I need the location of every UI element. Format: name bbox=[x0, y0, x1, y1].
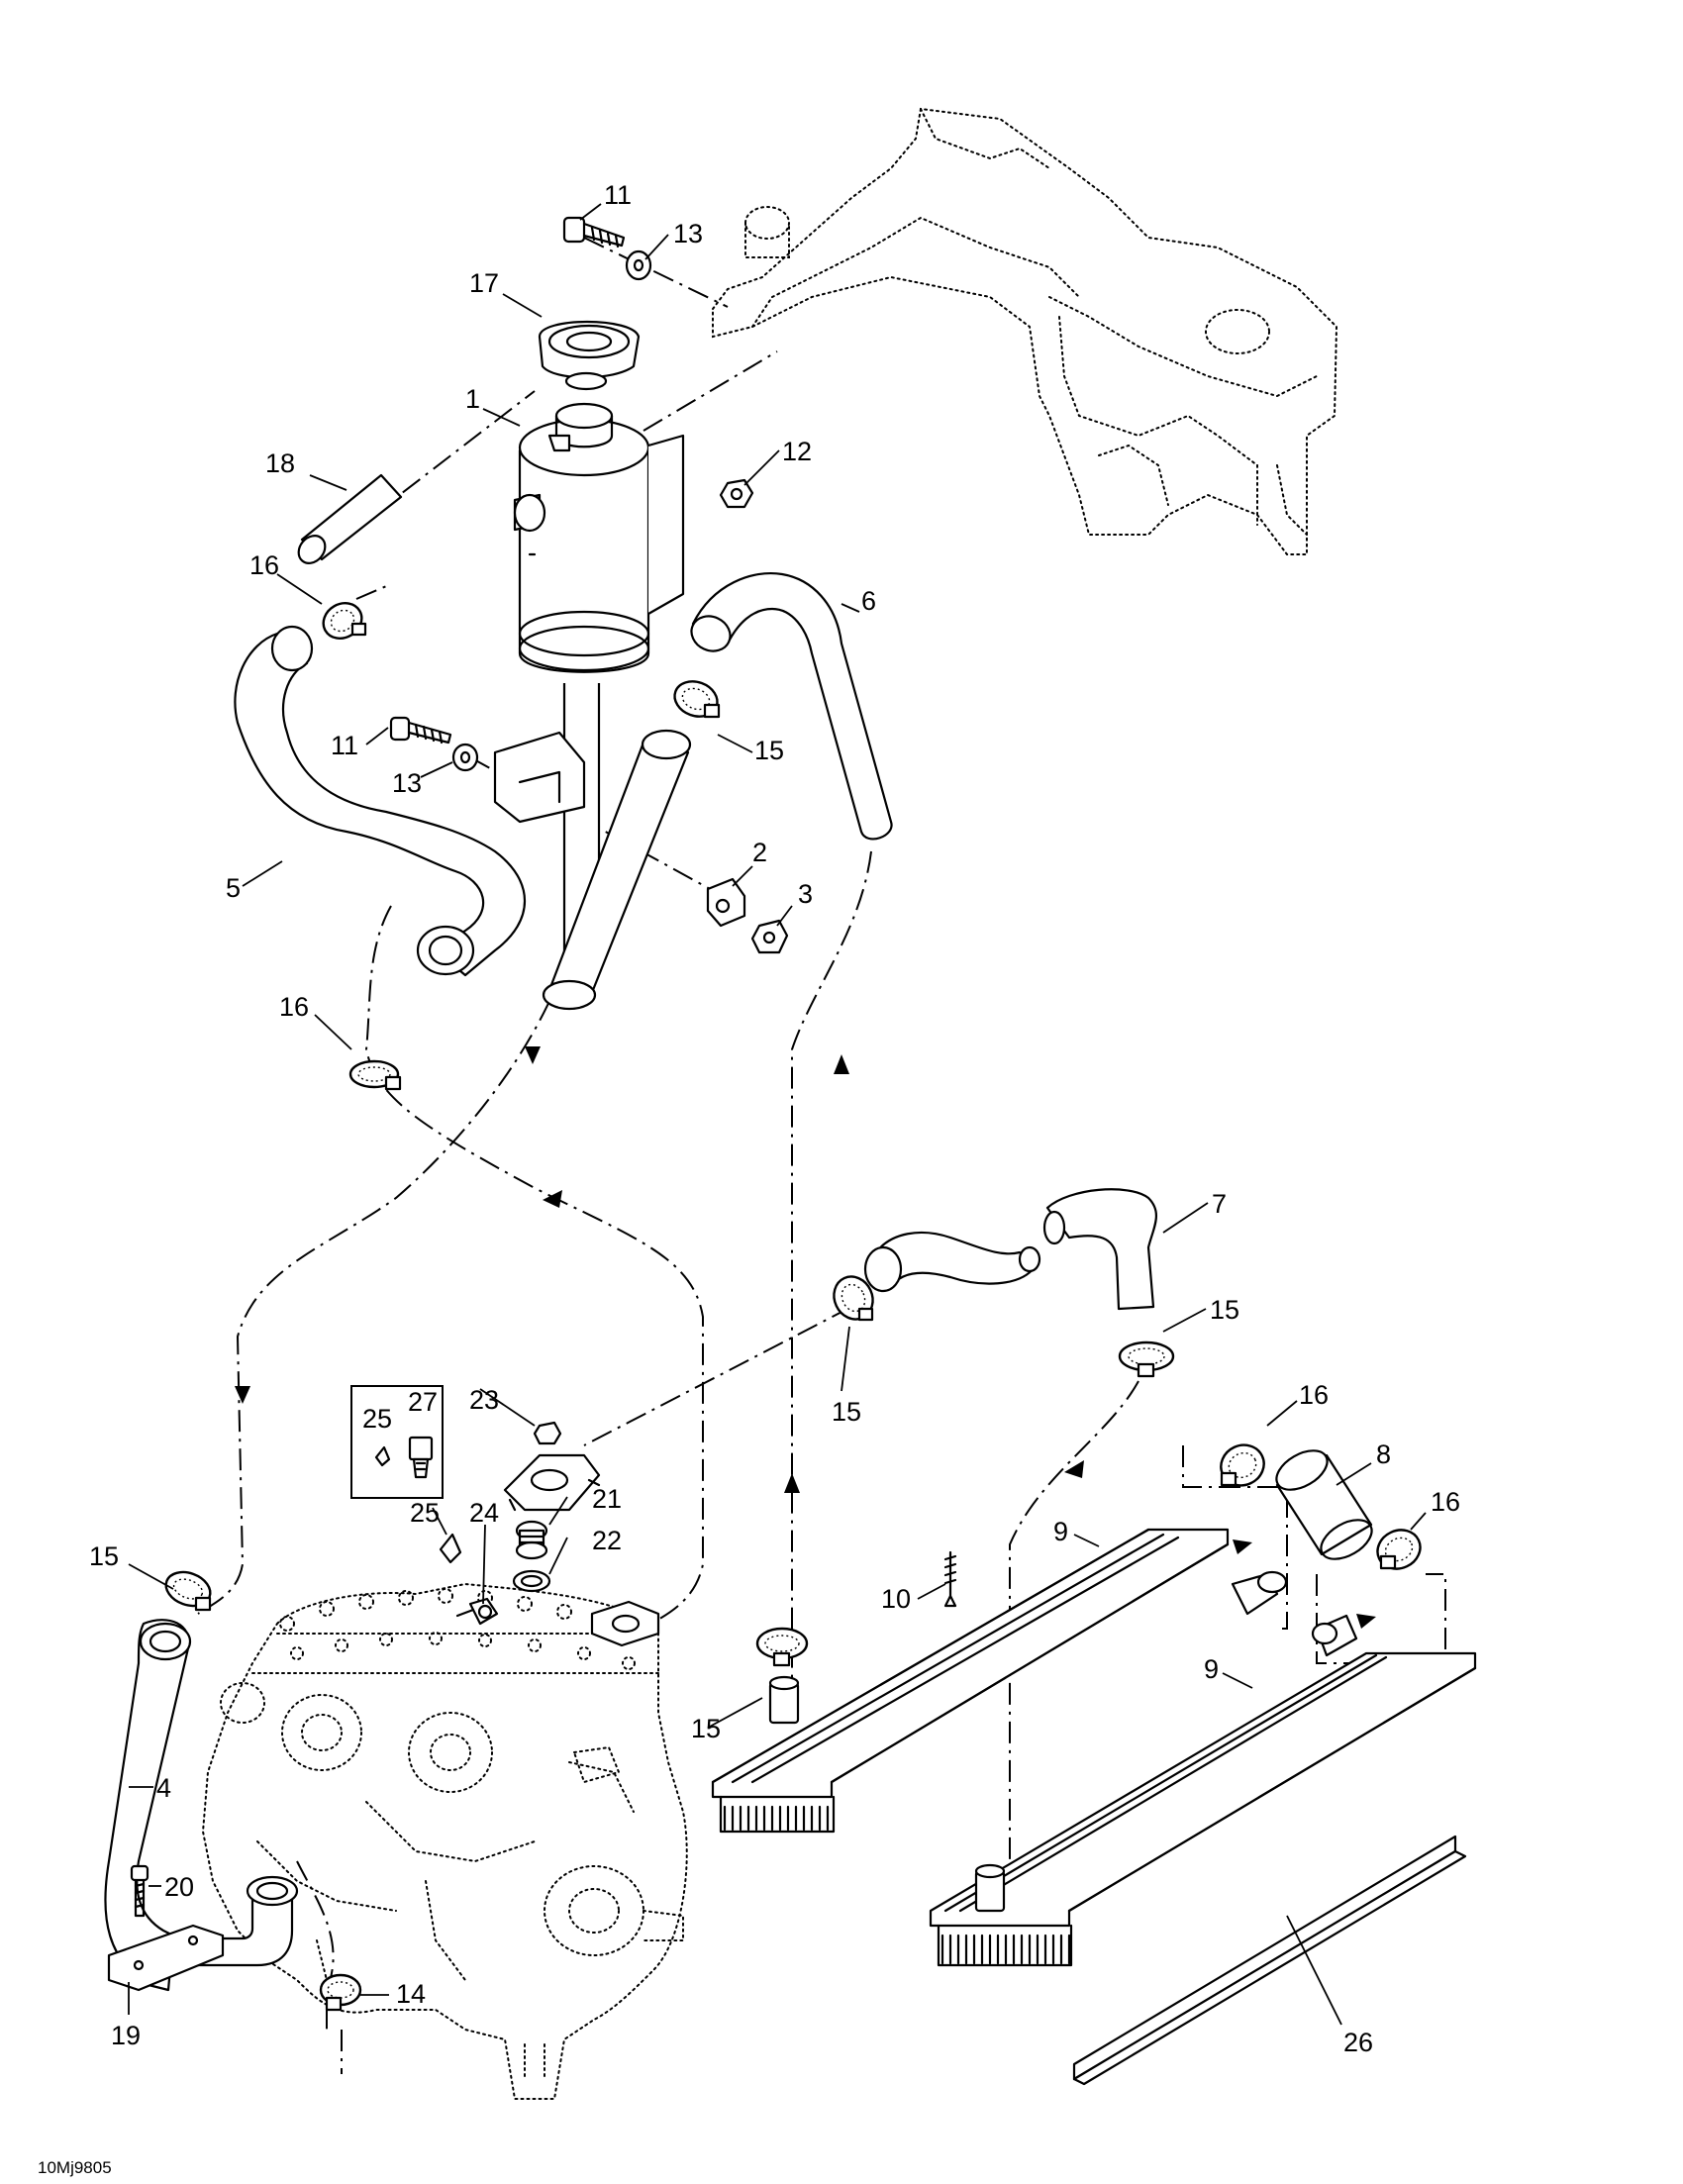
callout-4: 4 bbox=[156, 1773, 171, 1803]
nut-part-25 bbox=[439, 1533, 462, 1564]
frame-ghost-outline bbox=[712, 107, 1338, 555]
callout-25: 25 bbox=[410, 1498, 440, 1528]
clamp-part-16-b bbox=[348, 1059, 402, 1091]
callout-27: 27 bbox=[408, 1387, 438, 1417]
callout-11-top: 11 bbox=[604, 180, 632, 210]
callout-10: 10 bbox=[881, 1584, 911, 1614]
clamp-part-15-e bbox=[164, 1570, 212, 1612]
callout-22: 22 bbox=[592, 1526, 622, 1555]
diagram-code: 10Mj9805 bbox=[38, 2158, 112, 2177]
seal-part-22 bbox=[512, 1569, 551, 1593]
callout-6: 6 bbox=[861, 586, 876, 616]
engine-ghost-outline bbox=[201, 1582, 688, 2100]
callout-24: 24 bbox=[469, 1498, 499, 1528]
spacer-part-2 bbox=[706, 877, 746, 928]
inset-sensor-kit bbox=[350, 1385, 444, 1499]
clamp-part-15-a bbox=[673, 680, 721, 719]
callout-13-top: 13 bbox=[673, 219, 703, 248]
hose-part-4 bbox=[104, 1619, 192, 1992]
washer-part-13-lower bbox=[451, 743, 479, 772]
hose-part-7 bbox=[863, 1188, 1158, 1311]
callout-11-lower: 11 bbox=[331, 731, 358, 760]
callout-13-lower: 13 bbox=[392, 768, 422, 798]
heat-exchanger-part-9-lower bbox=[929, 1614, 1477, 1967]
callout-15-d: 15 bbox=[691, 1714, 721, 1743]
hose-part-8 bbox=[1275, 1449, 1373, 1560]
callout-8: 8 bbox=[1376, 1439, 1391, 1469]
heat-exchanger-part-9-upper bbox=[711, 1528, 1288, 1834]
outlet-flange bbox=[590, 1600, 660, 1647]
callout-16-d: 16 bbox=[1431, 1487, 1460, 1517]
callout-12: 12 bbox=[782, 437, 812, 466]
callout-9-upper: 9 bbox=[1053, 1517, 1068, 1546]
temperature-sensor-part-24 bbox=[455, 1597, 499, 1626]
bleeder-screw-part-10 bbox=[943, 1550, 957, 1608]
thermostat-part-21 bbox=[515, 1520, 548, 1560]
leader-lines bbox=[128, 203, 1427, 2026]
clamp-part-15-c bbox=[1118, 1340, 1175, 1378]
callout-15-e: 15 bbox=[89, 1541, 119, 1571]
callout-labels: 1 2 3 4 5 6 7 8 9 9 10 11 11 12 13 13 14… bbox=[38, 180, 1460, 2177]
bracket-part-19 bbox=[107, 1924, 225, 1992]
hose-part-5 bbox=[234, 625, 527, 977]
nut-part-3 bbox=[750, 919, 789, 954]
callout-16-b: 16 bbox=[279, 992, 309, 1022]
callout-19: 19 bbox=[111, 2021, 141, 2050]
callout-3: 3 bbox=[798, 879, 813, 909]
bolt-part-23 bbox=[533, 1421, 562, 1445]
callout-17: 17 bbox=[469, 268, 499, 298]
callout-14: 14 bbox=[396, 1979, 426, 2009]
screw-part-11-top bbox=[562, 216, 626, 248]
screw-part-20 bbox=[130, 1864, 149, 1918]
callout-16-a: 16 bbox=[249, 550, 279, 580]
callout-20: 20 bbox=[164, 1872, 194, 1902]
callout-15-c: 15 bbox=[1210, 1295, 1239, 1325]
callout-9-lower: 9 bbox=[1204, 1654, 1219, 1684]
callout-15-a: 15 bbox=[754, 736, 784, 765]
clamp-part-15-d bbox=[755, 1627, 809, 1667]
clamp-part-16-a bbox=[322, 602, 367, 640]
outlet-pipe bbox=[542, 729, 692, 1011]
thermostat-cover bbox=[503, 1453, 601, 1512]
nut-part-12 bbox=[719, 478, 754, 509]
screw-part-11-lower bbox=[389, 716, 452, 745]
hose-part-6 bbox=[690, 572, 893, 841]
clamp-part-14 bbox=[319, 1973, 362, 2012]
flow-arrowheads bbox=[235, 1046, 1376, 1629]
callout-7: 7 bbox=[1212, 1189, 1227, 1219]
callout-26: 26 bbox=[1343, 2028, 1373, 2057]
callout-18: 18 bbox=[265, 448, 295, 478]
callout-1: 1 bbox=[465, 384, 480, 414]
callout-21: 21 bbox=[592, 1484, 622, 1514]
coolant-tank-part-1 bbox=[493, 402, 685, 967]
clamp-part-16-d bbox=[1376, 1529, 1422, 1570]
clamp-part-15-b bbox=[833, 1275, 874, 1322]
clamp-part-16-c bbox=[1220, 1443, 1265, 1487]
callout-2: 2 bbox=[752, 838, 767, 867]
callout-16-c: 16 bbox=[1299, 1380, 1329, 1410]
pressure-cap-part-17 bbox=[538, 320, 641, 391]
callout-23: 23 bbox=[469, 1385, 499, 1415]
callout-15-b: 15 bbox=[832, 1397, 861, 1427]
callout-25-inset: 25 bbox=[362, 1404, 392, 1434]
callout-5: 5 bbox=[226, 873, 241, 903]
hose-part-18 bbox=[297, 473, 403, 564]
strip-part-26 bbox=[1072, 1835, 1467, 2086]
washer-part-13-top bbox=[625, 249, 652, 281]
